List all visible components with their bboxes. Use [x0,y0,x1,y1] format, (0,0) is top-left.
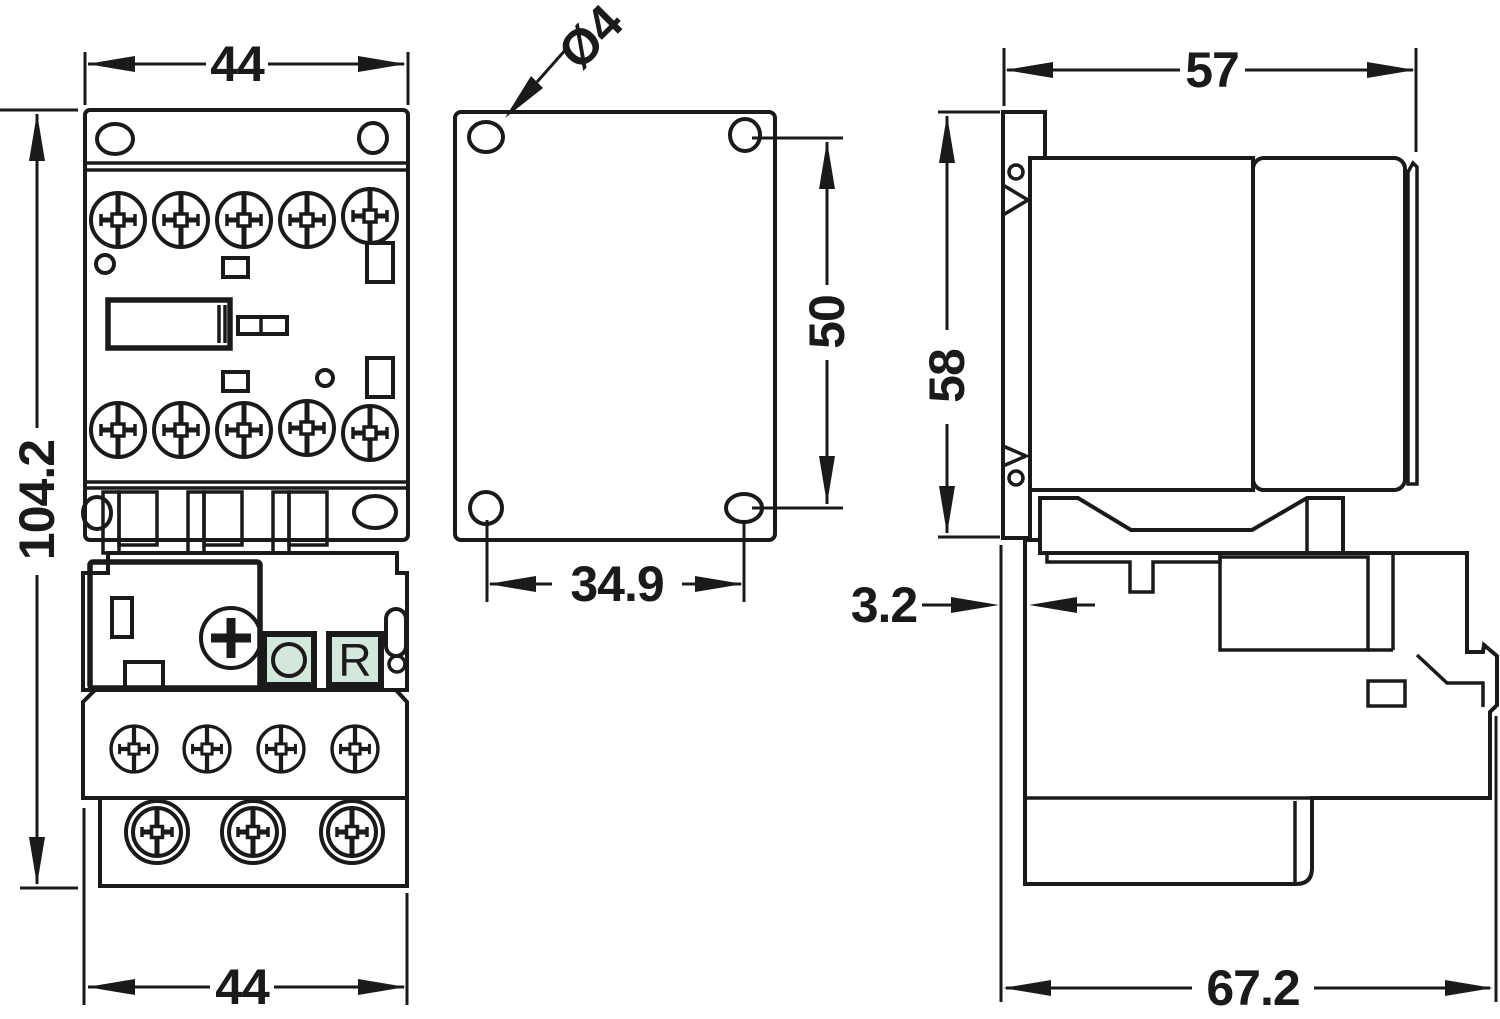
dim-side-width: 57 [1002,42,1418,152]
dim-total-depth: 67.2 [999,545,1498,1016]
dim-text: 67.2 [1206,960,1299,1016]
side-view [1001,110,1499,886]
clip-pin-hole [1007,163,1025,181]
dim-text: 44 [215,959,270,1015]
terminal-tabs [101,490,329,555]
dim-text: 3.2 [851,577,918,633]
lever-pin [387,654,407,674]
din-clip-notch-top [1001,181,1032,219]
dim-text: 58 [919,349,975,403]
mounting-oval-top-left [95,122,135,156]
panel-slot [110,596,134,639]
dim-text: 57 [1185,42,1239,98]
din-clip-notch-bottom [1001,443,1031,469]
dim-text: 44 [210,36,265,92]
mounting-plate [453,110,777,542]
contactor-front-body [83,108,410,542]
relay-contactor-interface [1038,496,1345,555]
dim-rail-offset: 3.2 [851,577,1095,633]
test-button-window [271,642,307,678]
dim-horizontal-pitch: 34.9 [485,520,746,612]
label-window [105,297,233,351]
side-recess [1218,555,1370,652]
contactor-side-body-front [1028,156,1255,492]
face-slot [365,356,395,399]
rear-cover-strip [1406,160,1419,486]
relay-roof-step [1045,553,1222,594]
drill-hole-top-left [467,120,505,154]
indicator-hole [94,253,116,275]
overload-relay-side-body [1023,538,1499,886]
drill-hole-bottom-left [468,490,504,526]
face-slot [221,256,250,279]
dim-text: 50 [799,295,855,349]
dim-side-rail-height: 58 [919,110,1000,539]
drill-hole-top-right [728,117,762,153]
mounting-oval-top-right [357,121,389,155]
lever-slot [384,607,408,658]
dim-text: Ø4 [548,0,634,80]
dim-front-width-top: 44 [83,36,410,105]
contactor-side-body-rear [1251,156,1407,492]
din-rail-clip [1001,110,1047,540]
mounting-oval-bottom-right [352,494,398,530]
face-slot [365,241,395,284]
relay-auxiliary-terminal-block [81,688,409,800]
dim-hole-diameter: Ø4 [505,0,634,118]
dim-front-width-bottom: 44 [82,808,409,1015]
mounting-oval-bottom-left [81,495,113,531]
dim-text: 34.9 [570,556,663,612]
dim-text: 104.2 [9,440,65,560]
reset-button [326,631,384,688]
side-slot [1366,679,1407,708]
drilling-plan-view [453,110,777,542]
face-slot [221,370,250,393]
relay-main-terminal-block [98,796,409,888]
front-view: R [81,108,410,888]
dim-front-height: 104.2 [0,108,78,890]
panel-slot [123,660,165,690]
reset-button-label: R [338,634,371,686]
dim-vertical-pitch: 50 [752,136,855,510]
indicator-hole [315,368,335,388]
clip-pin-hole [1007,469,1025,487]
